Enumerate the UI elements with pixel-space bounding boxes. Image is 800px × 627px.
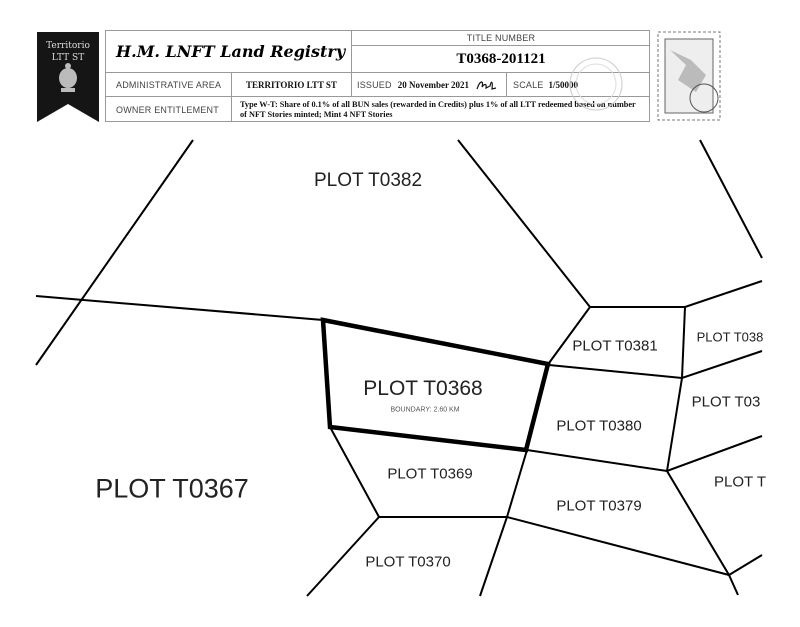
postage-stamp-icon xyxy=(657,31,721,121)
admin-area-value: TERRITORIO LTT ST xyxy=(246,79,337,90)
badge-line2: LTT ST xyxy=(52,53,84,63)
plot-label-t0382[interactable]: PLOT T0382 xyxy=(313,170,423,191)
plot-label-t0380[interactable]: PLOT T0380 xyxy=(556,417,642,435)
registry-title: H.M. LNFT Land Registry xyxy=(116,42,346,61)
owner-entitlement-text: Type W-T: Share of 0.1% of all BUN sales… xyxy=(240,99,636,119)
issued-date: 20 November 2021 xyxy=(397,79,470,90)
plot-label-t[interactable]: PLOT T xyxy=(714,473,766,491)
title-number-label: TITLE NUMBER xyxy=(466,33,536,43)
selected-plot-boundary xyxy=(320,317,551,453)
plot-label-t038[interactable]: PLOT T038 xyxy=(696,329,764,345)
eagle-icon xyxy=(59,63,77,92)
title-header: H.M. LNFT Land Registry TITLE NUMBER T03… xyxy=(105,30,650,122)
issued-label: ISSUED xyxy=(357,79,392,90)
boundary-length: BOUNDARY: 2.60 KM xyxy=(390,406,460,414)
signature-icon xyxy=(476,80,497,90)
owner-entitlement-label: OWNER ENTITLEMENT xyxy=(116,104,219,115)
plot-label-t0381[interactable]: PLOT T0381 xyxy=(572,337,658,355)
admin-area-label: ADMINISTRATIVE AREA xyxy=(116,79,222,90)
plot-boundaries xyxy=(35,139,763,597)
selected-plot-label[interactable]: PLOT T0368 xyxy=(363,377,483,400)
seal-watermark-icon xyxy=(569,57,623,111)
plot-label-t03[interactable]: PLOT T03 xyxy=(691,393,761,411)
scale-value: 1/50000 xyxy=(548,79,579,90)
plot-label-t0369[interactable]: PLOT T0369 xyxy=(387,465,473,483)
scale-label: SCALE xyxy=(513,79,544,90)
plot-label-t0367[interactable]: PLOT T0367 xyxy=(95,473,249,504)
badge-line1: Territorio xyxy=(46,41,90,51)
territory-badge: Territorio LTT ST xyxy=(37,32,99,122)
plot-label-t0370[interactable]: PLOT T0370 xyxy=(365,553,451,571)
plot-label-t0379[interactable]: PLOT T0379 xyxy=(556,497,642,515)
title-number: T0368-201121 xyxy=(456,50,546,67)
